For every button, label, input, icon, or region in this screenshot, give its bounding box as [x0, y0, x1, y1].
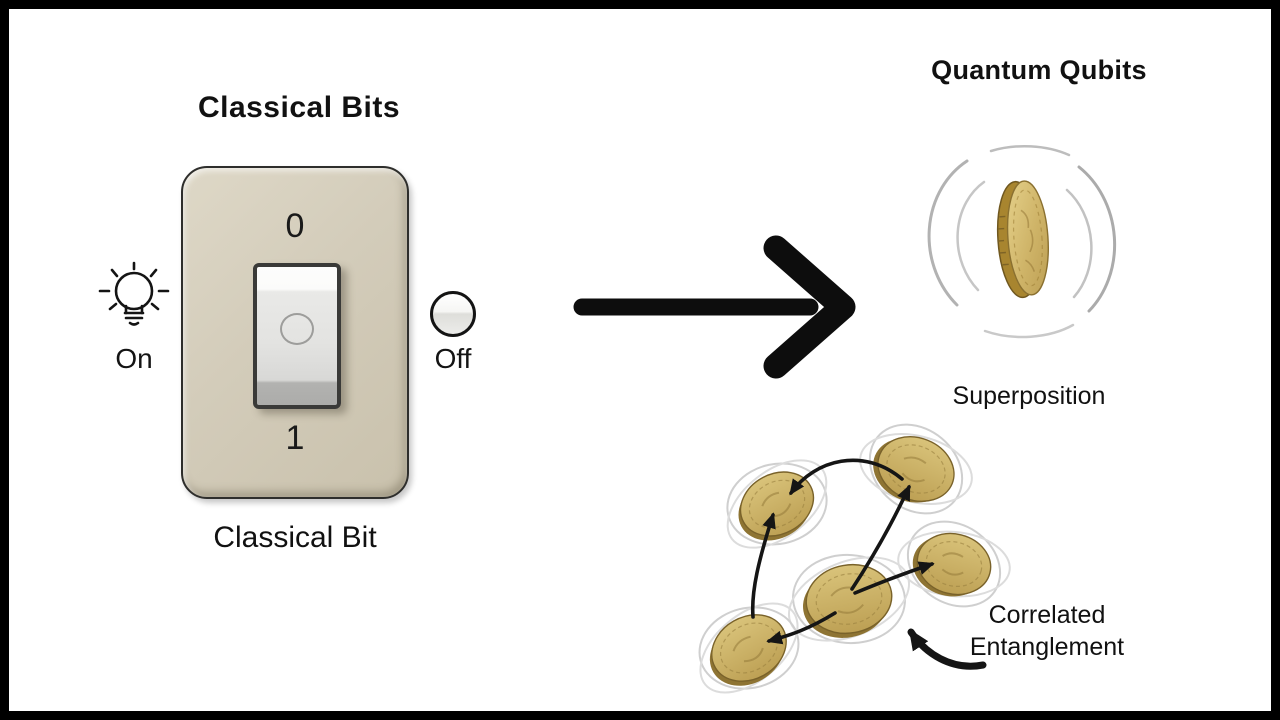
off-indicator-icon [430, 291, 476, 337]
entanglement-callout-arrow [907, 628, 987, 670]
on-label: On [115, 343, 153, 374]
qubit-coin [787, 553, 911, 645]
classical-bits-title: Classical Bits [197, 91, 401, 124]
classical-bit-caption: Classical Bit [213, 521, 377, 554]
correlated-entanglement-label: Correlated Entanglement [937, 599, 1157, 663]
correlated-line: Correlated [988, 601, 1106, 629]
right-arrow-icon [573, 235, 856, 379]
quantum-qubits-title: Quantum Qubits [931, 55, 1147, 85]
lightbulb-icon [98, 261, 170, 326]
rocker-circle [280, 313, 314, 345]
qubit-coin [859, 423, 973, 515]
rocker-switch [253, 263, 341, 409]
superposition-label: Superposition [952, 382, 1106, 410]
bit-zero-label: 0 [285, 207, 305, 245]
off-label: Off [434, 343, 472, 374]
spinning-coin-icon [927, 144, 1117, 339]
bit-one-label: 1 [285, 419, 305, 457]
qubit-coin [698, 602, 800, 694]
qubit-coin [897, 520, 1011, 608]
entangled-coins-icon [698, 423, 1011, 694]
entanglement-arrows [750, 458, 935, 645]
entanglement-line: Entanglement [969, 633, 1125, 661]
